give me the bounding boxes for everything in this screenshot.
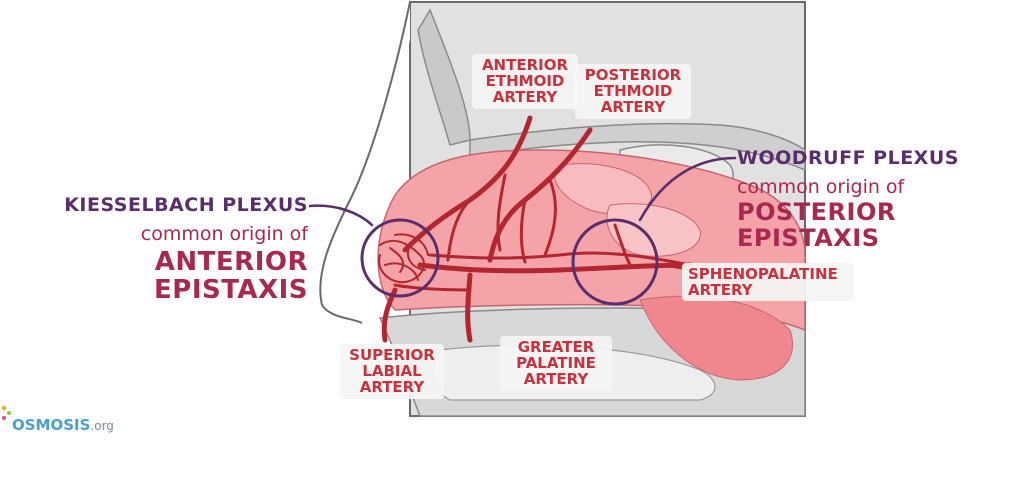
woodruff-plexus-ring	[571, 218, 659, 306]
kiesselbach-plexus-ring	[360, 218, 440, 298]
osmosis-logo: OSMOSIS .org	[0, 404, 114, 434]
kiesselbach-plexus-title: KIESSELBACH PLEXUS	[64, 194, 308, 216]
osmosis-logo-word: OSMOSIS	[12, 416, 91, 434]
plexus-rings	[360, 218, 659, 306]
greater-palatine-artery-label: GREATER PALATINE ARTERY	[500, 336, 612, 391]
anterior-ethmoid-artery-label: ANTERIOR ETHMOID ARTERY	[472, 54, 578, 109]
posterior-ethmoid-artery-label: POSTERIOR ETHMOID ARTERY	[575, 64, 691, 119]
superior-labial-artery-label: SUPERIOR LABIAL ARTERY	[340, 344, 444, 399]
woodruff-plexus-title: WOODRUFF PLEXUS	[737, 147, 959, 169]
posterior-epistaxis-label: POSTERIOR EPISTAXIS	[737, 198, 896, 252]
woodruff-leader	[638, 156, 737, 222]
anterior-epistaxis-label: ANTERIOR EPISTAXIS	[154, 247, 308, 306]
artery-network	[378, 115, 693, 343]
osmosis-logo-tld: .org	[90, 419, 114, 433]
kiesselbach-leader	[308, 204, 374, 227]
leader-lines	[308, 156, 737, 227]
woodruff-subtitle: common origin of	[737, 176, 905, 198]
kiesselbach-subtitle: common origin of	[140, 223, 308, 245]
sphenopalatine-artery-label: SPHENOPALATINE ARTERY	[682, 263, 854, 302]
osmosis-logo-icon	[1, 405, 11, 420]
